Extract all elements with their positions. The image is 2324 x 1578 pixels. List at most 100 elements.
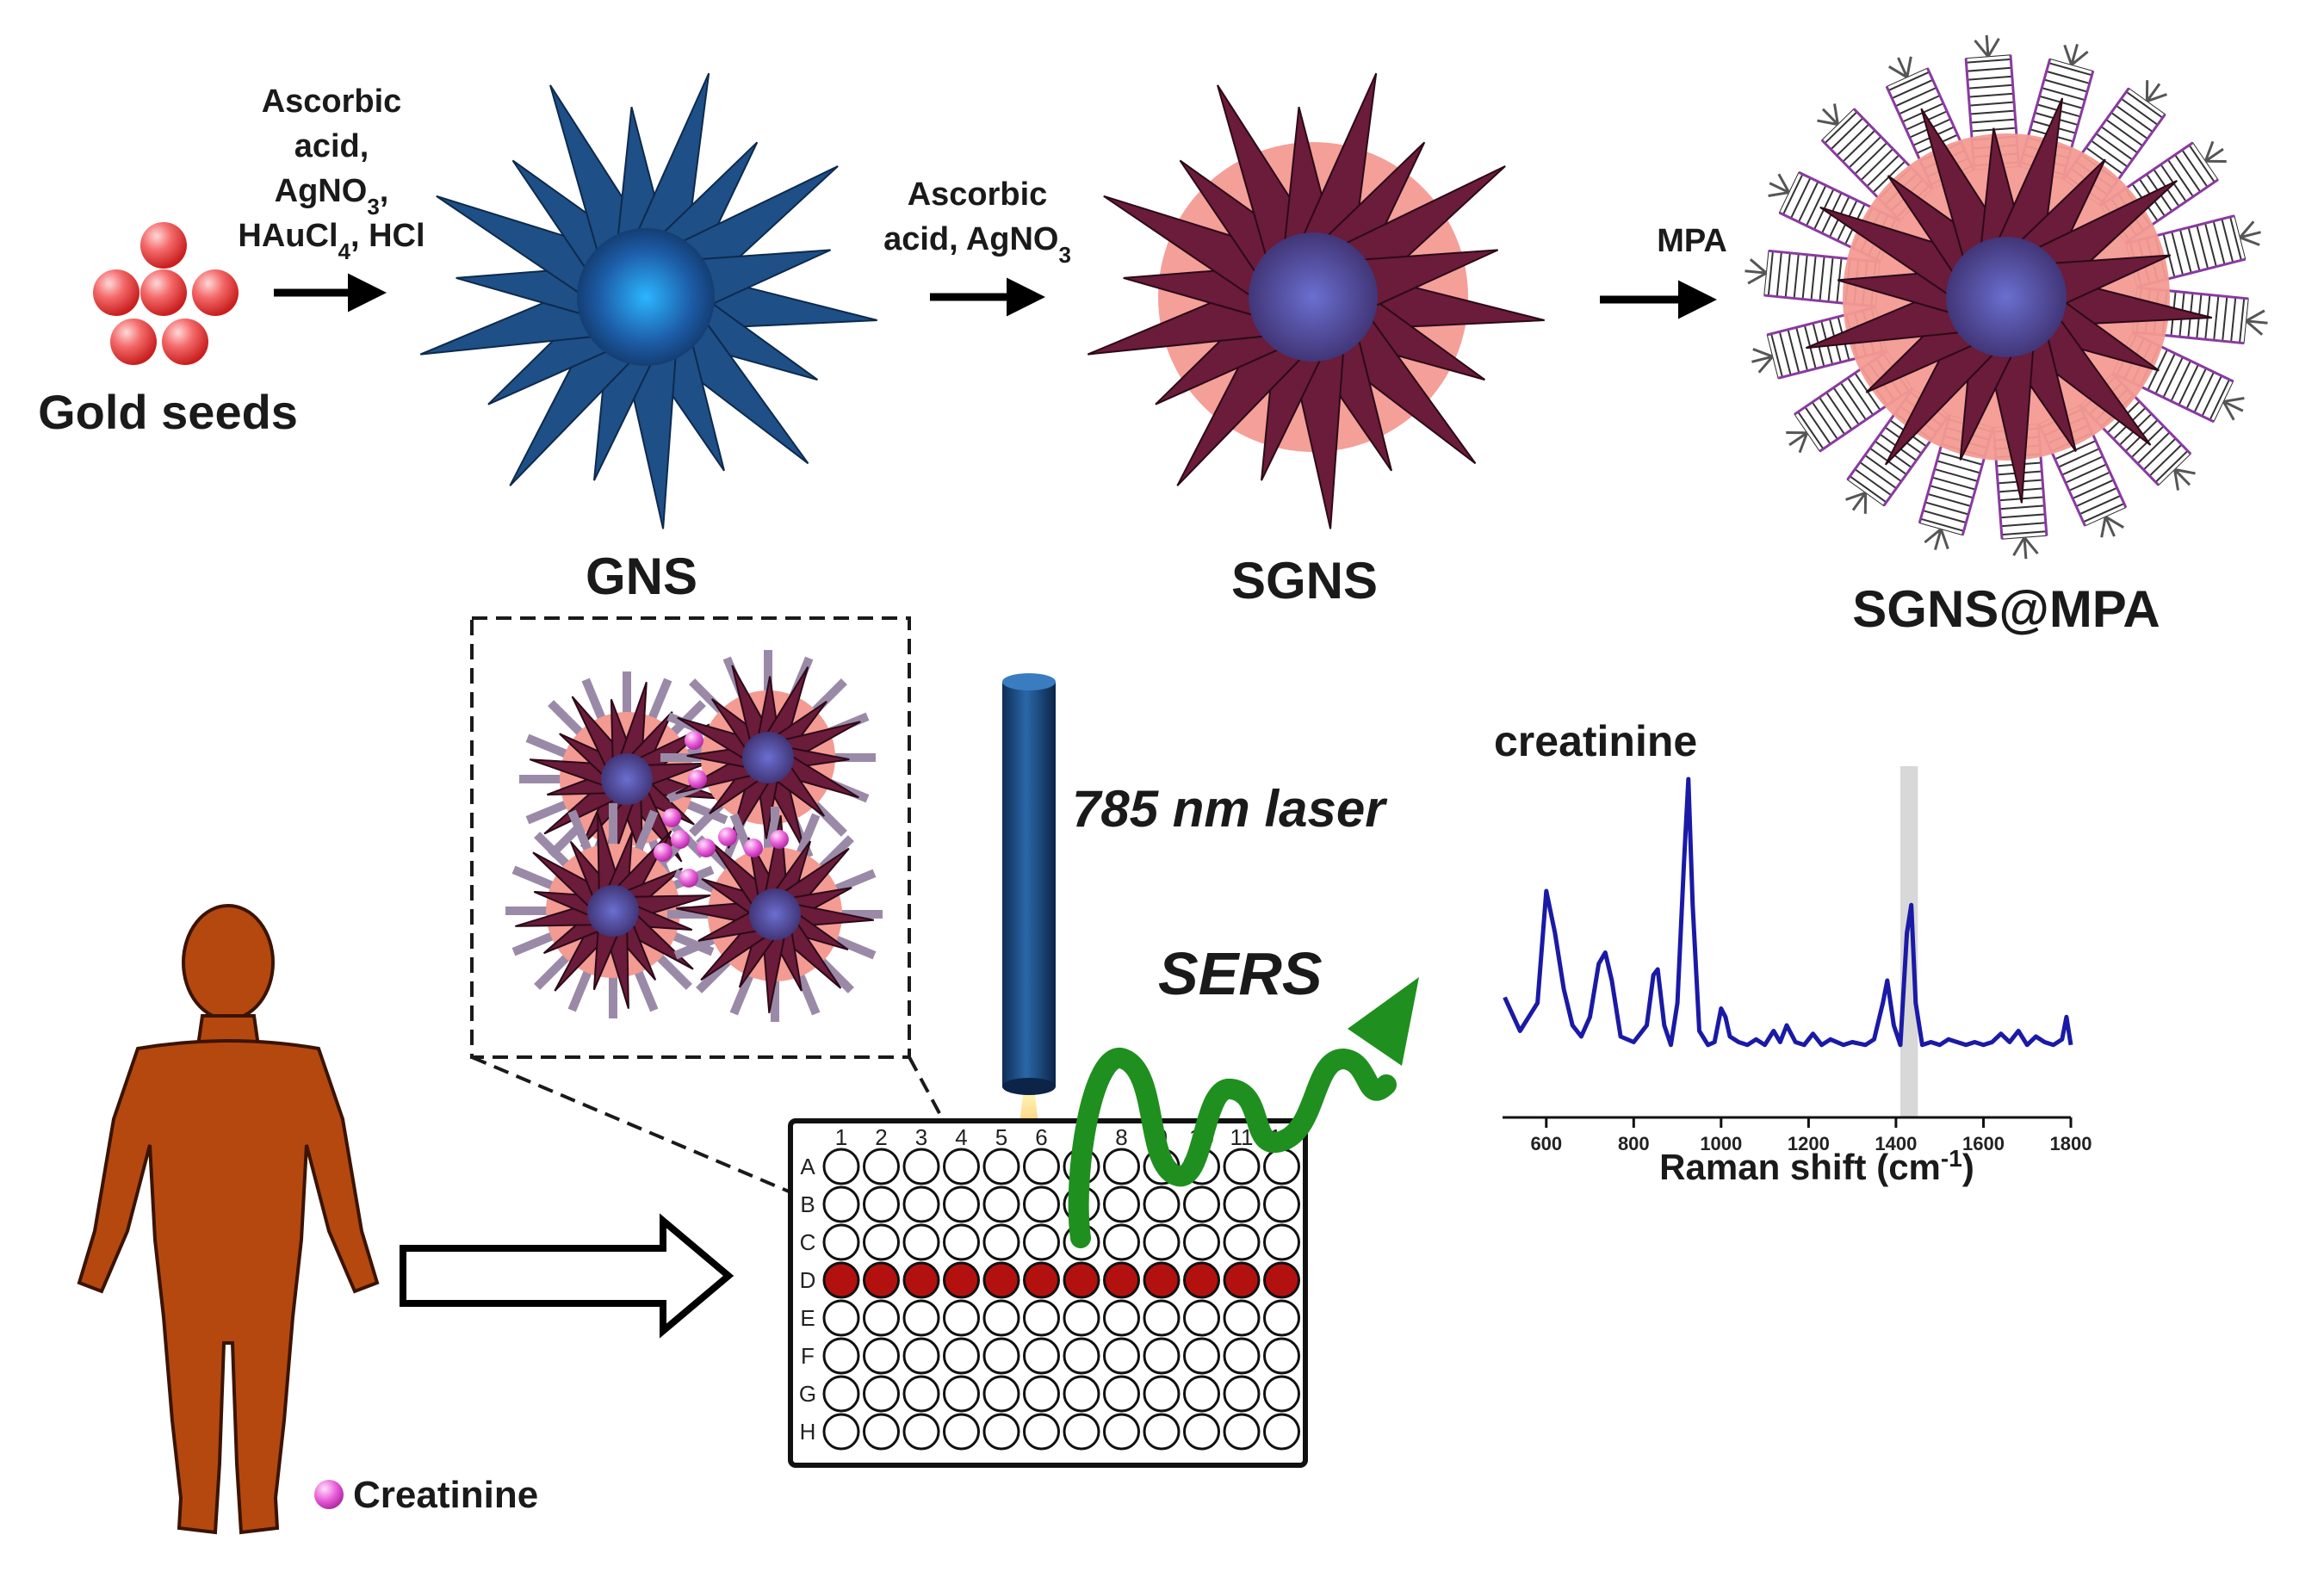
plate-row-label: D <box>800 1267 816 1293</box>
well-empty <box>982 1223 1020 1261</box>
well-empty <box>1103 1223 1140 1261</box>
well-empty <box>863 1299 900 1337</box>
sers-label: SERS <box>1158 940 1323 1007</box>
well-empty <box>1263 1337 1300 1375</box>
well-empty <box>1143 1337 1181 1375</box>
well-empty <box>982 1185 1020 1223</box>
well-filled <box>863 1261 900 1299</box>
well-empty <box>1223 1148 1261 1185</box>
creatinine-molecule <box>718 827 737 846</box>
x-tick-label: 600 <box>1530 1133 1562 1154</box>
highlight-band <box>1900 766 1918 1117</box>
creatinine-molecule <box>770 830 789 849</box>
plate-row-label: G <box>799 1381 816 1407</box>
sgns-label: SGNS <box>1231 552 1378 610</box>
well-empty <box>982 1413 1020 1451</box>
plate-column-label: 3 <box>915 1124 927 1150</box>
well-empty <box>902 1413 940 1451</box>
well-empty <box>1103 1375 1140 1413</box>
sgns-nanostar-icon <box>1087 72 1545 529</box>
well-filled <box>943 1261 980 1299</box>
well-filled <box>1023 1261 1060 1299</box>
well-empty <box>1183 1413 1220 1451</box>
aggregate-particle <box>667 807 883 1022</box>
well-empty <box>1063 1375 1100 1413</box>
creatinine-molecule <box>654 843 672 862</box>
plate-row-label: F <box>801 1343 815 1369</box>
well-empty <box>822 1148 860 1185</box>
well-empty <box>902 1337 940 1375</box>
aggregate-particle <box>505 803 721 1018</box>
plate-row-label: H <box>800 1419 816 1445</box>
plate-row-label: E <box>800 1305 815 1331</box>
laser-probe-icon <box>1002 673 1056 1095</box>
well-empty <box>943 1299 980 1337</box>
sgns-mpa-label: SGNS@MPA <box>1852 580 2160 638</box>
sers-signal-wave <box>1068 1048 1397 1248</box>
well-empty <box>1063 1299 1100 1337</box>
creatinine-molecule <box>688 770 707 789</box>
well-empty <box>822 1223 860 1261</box>
spectrum-line <box>1503 777 2073 1048</box>
step1-reagents: Ascorbic acid, AgNO3, HAuCl4, HCl <box>238 84 425 264</box>
well-empty <box>1183 1375 1220 1413</box>
well-empty <box>943 1185 980 1223</box>
well-empty <box>1023 1413 1060 1451</box>
well-empty <box>863 1185 900 1223</box>
well-empty <box>1183 1185 1220 1223</box>
aggregate-zoom-box <box>470 616 911 1059</box>
gold-seeds-icon <box>93 222 239 365</box>
well-empty <box>1183 1299 1220 1337</box>
well-empty <box>982 1148 1020 1185</box>
well-empty <box>1103 1337 1140 1375</box>
well-filled <box>1103 1261 1140 1299</box>
well-empty <box>1023 1375 1060 1413</box>
well-empty <box>1183 1223 1220 1261</box>
well-empty <box>1183 1337 1220 1375</box>
well-empty <box>902 1148 940 1185</box>
gns-nanostar-icon <box>419 72 877 529</box>
sample-transfer-arrow <box>400 1213 734 1339</box>
creatinine-molecule <box>697 839 716 857</box>
well-empty <box>1263 1375 1300 1413</box>
well-empty <box>982 1375 1020 1413</box>
sers-arrow-head <box>1348 977 1419 1066</box>
well-empty <box>863 1375 900 1413</box>
plate-column-label: 4 <box>955 1124 967 1150</box>
well-empty <box>943 1375 980 1413</box>
well-empty <box>1063 1413 1100 1451</box>
well-empty <box>1023 1299 1060 1337</box>
step1-line4: HAuCl4, HCl <box>238 218 425 264</box>
creatinine-molecule <box>744 839 763 857</box>
well-empty <box>1023 1337 1060 1375</box>
well-empty <box>1143 1375 1181 1413</box>
step2-line1: Ascorbic <box>908 176 1048 213</box>
well-empty <box>1023 1223 1060 1261</box>
x-axis-label: Raman shift (cm-1) <box>1659 1145 1974 1188</box>
well-empty <box>822 1337 860 1375</box>
well-empty <box>902 1223 940 1261</box>
well-empty <box>1143 1299 1181 1337</box>
well-empty <box>822 1375 860 1413</box>
well-empty <box>822 1413 860 1451</box>
well-empty <box>982 1337 1020 1375</box>
well-empty <box>1223 1413 1261 1451</box>
aggregate-particle <box>660 650 876 865</box>
well-empty <box>863 1413 900 1451</box>
plate-column-label: 6 <box>1035 1124 1047 1150</box>
well-empty <box>1103 1299 1140 1337</box>
well-empty <box>1223 1375 1261 1413</box>
x-tick-label: 800 <box>1618 1133 1650 1154</box>
well-filled <box>982 1261 1020 1299</box>
well-empty <box>1063 1337 1100 1375</box>
chart-title: creatinine <box>1494 717 1697 765</box>
well-filled <box>1183 1261 1220 1299</box>
well-empty <box>1263 1148 1300 1185</box>
step1-line1: Ascorbic <box>262 84 402 120</box>
well-empty <box>943 1413 980 1451</box>
well-empty <box>863 1337 900 1375</box>
x-tick-label: 1800 <box>2050 1133 2092 1154</box>
well-empty <box>822 1299 860 1337</box>
